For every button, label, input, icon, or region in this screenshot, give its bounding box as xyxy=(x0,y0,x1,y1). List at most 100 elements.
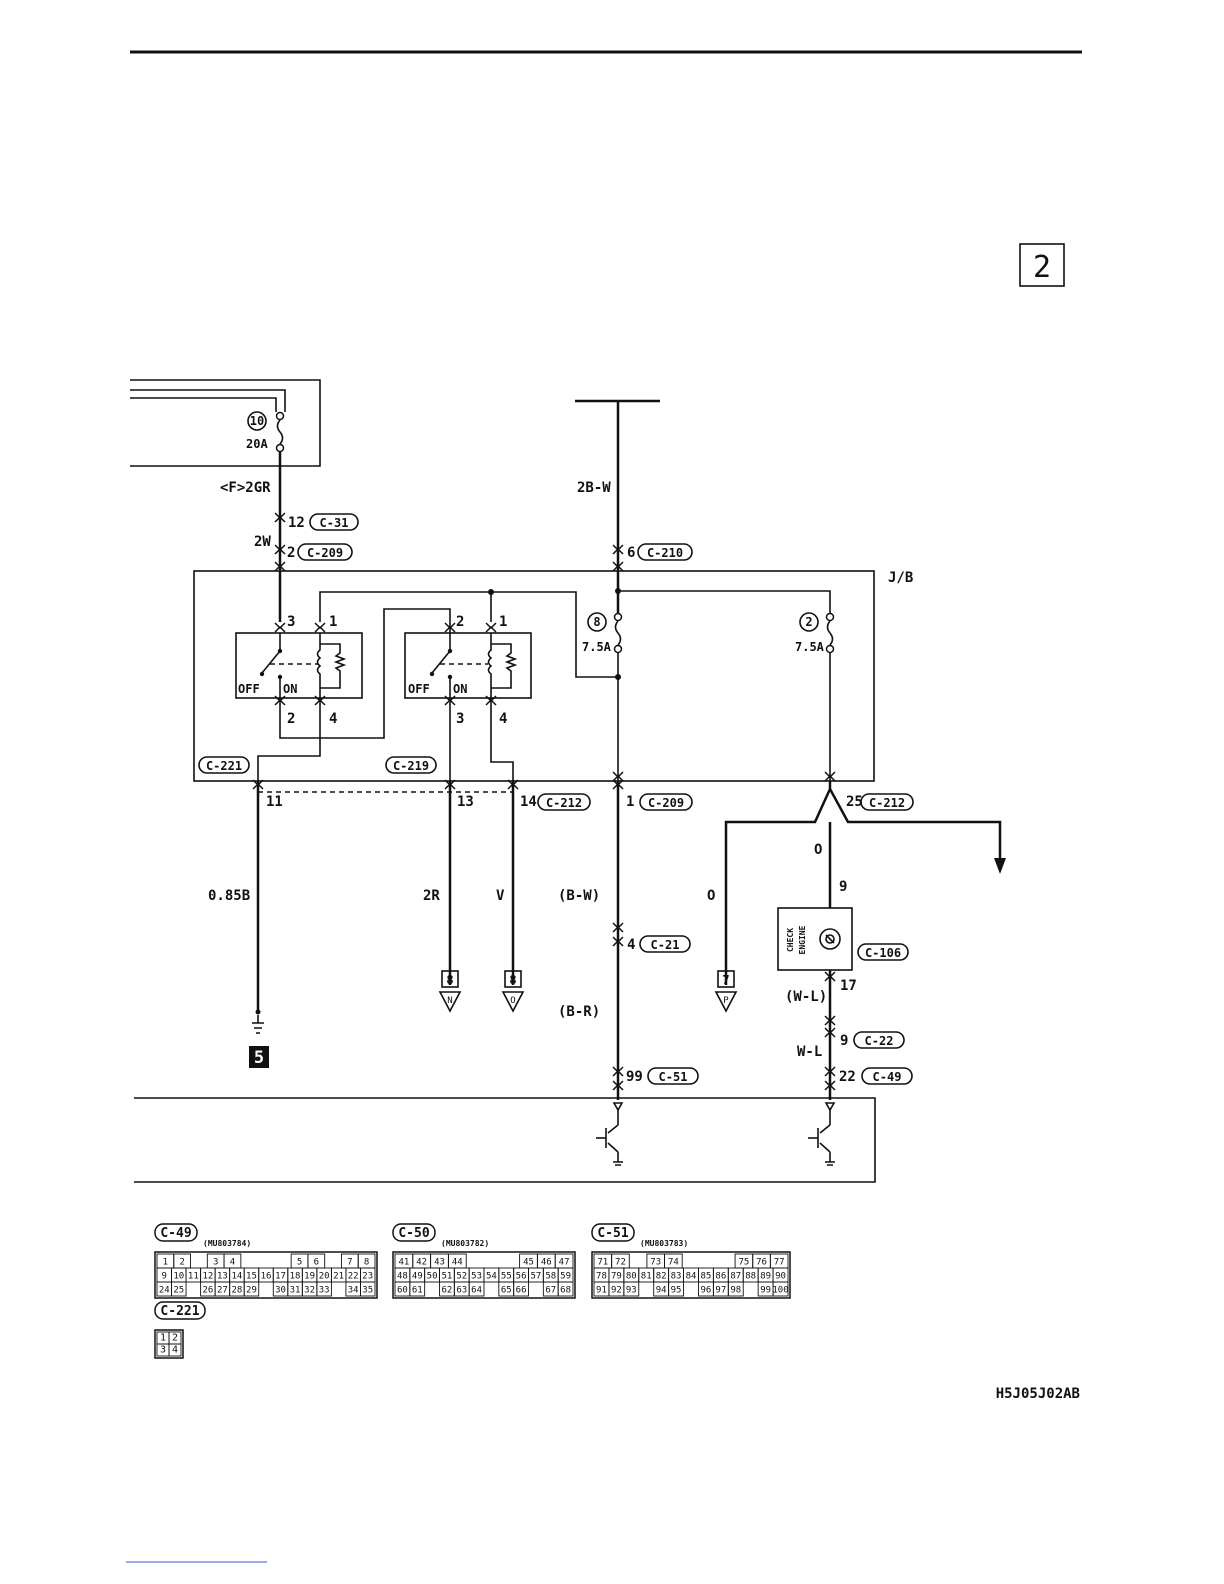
connector-pin: 30 xyxy=(275,1286,286,1296)
offpage-ref-8-o: 8 O xyxy=(501,970,525,1013)
connector-c219-tag: C-219 xyxy=(385,756,437,774)
connector-pin: 99 xyxy=(760,1286,771,1296)
connector-pin: 27 xyxy=(217,1286,228,1296)
connector-pin: 49 xyxy=(412,1272,423,1282)
connector-pin: 85 xyxy=(701,1272,712,1282)
svg-text:C-21: C-21 xyxy=(651,938,680,952)
connector-pin: 84 xyxy=(686,1272,697,1282)
connector-pin: 29 xyxy=(246,1286,257,1296)
connector-c212-tag-b: C-212 xyxy=(860,793,914,811)
connector-pin: 82 xyxy=(656,1272,667,1282)
connector-pin: 66 xyxy=(516,1286,527,1296)
connector-pin: 68 xyxy=(560,1286,571,1296)
pin-14: 14 xyxy=(520,794,537,810)
offpage-ref-7-p: 7 P xyxy=(714,970,738,1013)
connector-pin: 71 xyxy=(597,1258,608,1268)
connector-pin: 44 xyxy=(452,1258,463,1268)
connector-pin: 92 xyxy=(611,1286,622,1296)
svg-text:N: N xyxy=(447,996,452,1006)
svg-text:8: 8 xyxy=(446,973,453,987)
svg-text:3: 3 xyxy=(287,614,295,630)
relay-1: 3 1 OFF ON 2 4 xyxy=(235,614,363,727)
fuse-10-rating: 20A xyxy=(246,437,268,451)
connector-pin: 77 xyxy=(774,1258,785,1268)
connector-pin: 26 xyxy=(202,1286,213,1296)
connector-c209-tag-top: C-209 xyxy=(297,543,353,561)
connector-pin: 25 xyxy=(173,1286,184,1296)
svg-text:OFF: OFF xyxy=(238,682,260,696)
connector-pin: 31 xyxy=(290,1286,301,1296)
connector-pin: 9 xyxy=(162,1272,167,1282)
svg-text:3: 3 xyxy=(456,711,464,727)
svg-text:7.5A: 7.5A xyxy=(582,640,612,654)
connector-pin: 98 xyxy=(730,1286,741,1296)
svg-text:1: 1 xyxy=(329,614,337,630)
connector-pin: 28 xyxy=(232,1286,243,1296)
svg-text:C-221: C-221 xyxy=(206,759,242,773)
connector-pin: 16 xyxy=(261,1272,272,1282)
connector-pin: 21 xyxy=(333,1272,344,1282)
connector-pin: 63 xyxy=(456,1286,467,1296)
connector-pin: 1 xyxy=(160,1333,166,1344)
svg-text:2: 2 xyxy=(287,711,295,727)
relay-2: 2 1 OFF ON 3 4 xyxy=(404,614,532,727)
engine-control-unit-box xyxy=(134,1097,876,1183)
pin-6: 6 xyxy=(627,545,635,561)
check-engine-lamp: CHECK ENGINE xyxy=(777,907,853,971)
connector-pin: 54 xyxy=(486,1272,497,1282)
svg-text:C-219: C-219 xyxy=(393,759,429,773)
connector-pin: 2 xyxy=(179,1258,184,1268)
connector-pin: 86 xyxy=(715,1272,726,1282)
connector-pin: 4 xyxy=(230,1258,235,1268)
svg-text:C-22: C-22 xyxy=(865,1034,894,1048)
connector-pin: 90 xyxy=(775,1272,786,1282)
pin-1: 1 xyxy=(626,794,634,810)
svg-text:1: 1 xyxy=(499,614,507,630)
wire-label-085b: 0.85B xyxy=(208,888,250,904)
connector-pin: 22 xyxy=(348,1272,359,1282)
svg-text:7: 7 xyxy=(722,973,729,987)
connector-pin: 48 xyxy=(397,1272,408,1282)
connector-pin: 94 xyxy=(656,1286,667,1296)
pin-17: 17 xyxy=(840,978,857,994)
svg-text:8: 8 xyxy=(593,615,600,629)
connector-view-name: C-51 xyxy=(597,1226,628,1241)
connector-pin: 47 xyxy=(559,1258,570,1268)
connector-c209-tag-bottom: C-209 xyxy=(639,793,693,811)
connector-pin: 7 xyxy=(347,1258,352,1268)
connector-part-number: (MU803784) xyxy=(203,1239,251,1248)
wire-label-wl: W-L xyxy=(797,1044,822,1060)
connector-pin: 95 xyxy=(671,1286,682,1296)
connector-pin: 43 xyxy=(434,1258,445,1268)
junction-block xyxy=(193,570,875,782)
connector-pin: 62 xyxy=(441,1286,452,1296)
svg-text:5: 5 xyxy=(254,1048,264,1068)
connector-pin: 41 xyxy=(398,1258,409,1268)
connector-pin: 64 xyxy=(471,1286,482,1296)
connector-pin: 57 xyxy=(530,1272,541,1282)
connector-pin: 87 xyxy=(730,1272,741,1282)
connector-pin: 97 xyxy=(715,1286,726,1296)
connector-pin: 45 xyxy=(523,1258,534,1268)
connector-pin: 18 xyxy=(290,1272,301,1282)
svg-text:2: 2 xyxy=(805,615,812,629)
svg-text:ENGINE: ENGINE xyxy=(798,925,807,954)
connector-pin: 60 xyxy=(397,1286,408,1296)
connector-pin: 14 xyxy=(232,1272,243,1282)
pin-25: 25 xyxy=(846,794,863,810)
transistor-icon xyxy=(596,1110,623,1166)
connector-pin: 73 xyxy=(650,1258,661,1268)
svg-text:ON: ON xyxy=(453,682,467,696)
svg-text:C-210: C-210 xyxy=(647,546,683,560)
svg-text:C-51: C-51 xyxy=(659,1070,688,1084)
connector-pin: 78 xyxy=(596,1272,607,1282)
wire-label-o-right: O xyxy=(814,842,822,858)
connector-pin: 83 xyxy=(671,1272,682,1282)
svg-text:C-209: C-209 xyxy=(307,546,343,560)
connector-pin: 53 xyxy=(471,1272,482,1282)
svg-text:OFF: OFF xyxy=(408,682,430,696)
connector-pin: 59 xyxy=(560,1272,571,1282)
wire-label-o-left: O xyxy=(707,888,715,904)
